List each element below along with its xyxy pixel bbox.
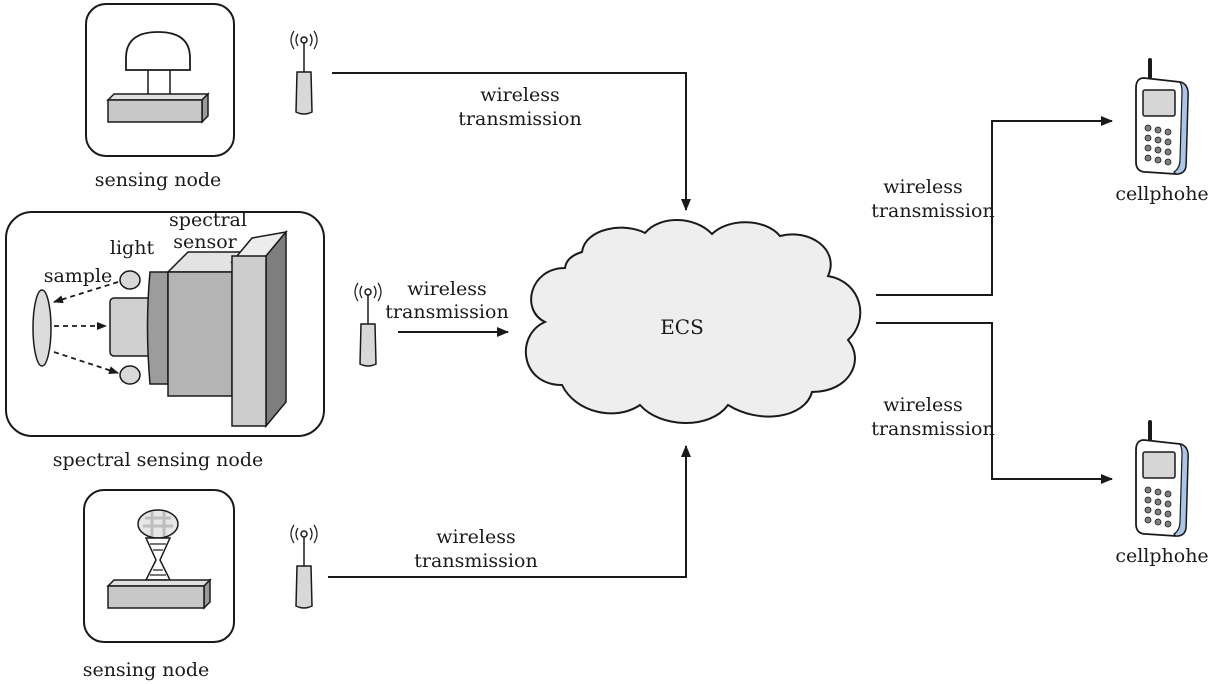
right-top-link-arrow [876,116,1113,296]
top-link-label-line1: wireless [480,84,560,106]
bottom-phone-label: cellphohe [1115,545,1208,567]
right-bottom-link-label-line2: transmission [871,418,994,440]
dome-sensor-icon [106,31,210,124]
antenna-icon-middle [354,282,382,367]
bottom-sensing-node [83,489,235,643]
light-icon-bottom [119,365,141,385]
cellphone-icon-bottom [1134,420,1190,538]
light-label: light [110,237,155,259]
antenna-icon-bottom [290,524,318,609]
bottom-link-arrow [328,445,691,578]
middle-link-label-line2: transmission [385,301,508,323]
light-rays [53,281,119,374]
right-bottom-link-arrow [876,322,1113,484]
spectral-sensing-node-label: spectral sensing node [53,449,264,471]
sensor-label: sensor [173,231,237,253]
antenna-icon-top [290,30,318,115]
spectral-label: spectral [169,209,247,231]
top-link-arrow [332,72,691,211]
right-bottom-link-label-line1: wireless [883,394,963,416]
right-top-link-label-line1: wireless [883,176,963,198]
probe-sensor-icon [106,509,212,610]
ecs-label: ECS [660,315,704,339]
sample-icon [32,289,52,367]
ecs-cloud: ECS [524,219,862,424]
bottom-sensing-node-label: sensing node [83,659,210,681]
top-sensing-node [85,3,235,157]
spectral-sensor-icon [109,229,288,429]
sample-label: sample [44,265,113,287]
light-icon-top [119,270,141,290]
top-phone-label: cellphohe [1115,183,1208,205]
top-sensing-node-label: sensing node [95,169,222,191]
bottom-link-label-line2: transmission [414,550,537,572]
top-link-label-line2: transmission [458,108,581,130]
right-top-link-label-line2: transmission [871,200,994,222]
bottom-link-label-line1: wireless [436,526,516,548]
cellphone-icon-top [1134,58,1190,176]
spectral-sensing-node: sample light spectral sensor [5,209,325,437]
middle-link-label-line1: wireless [407,278,487,300]
